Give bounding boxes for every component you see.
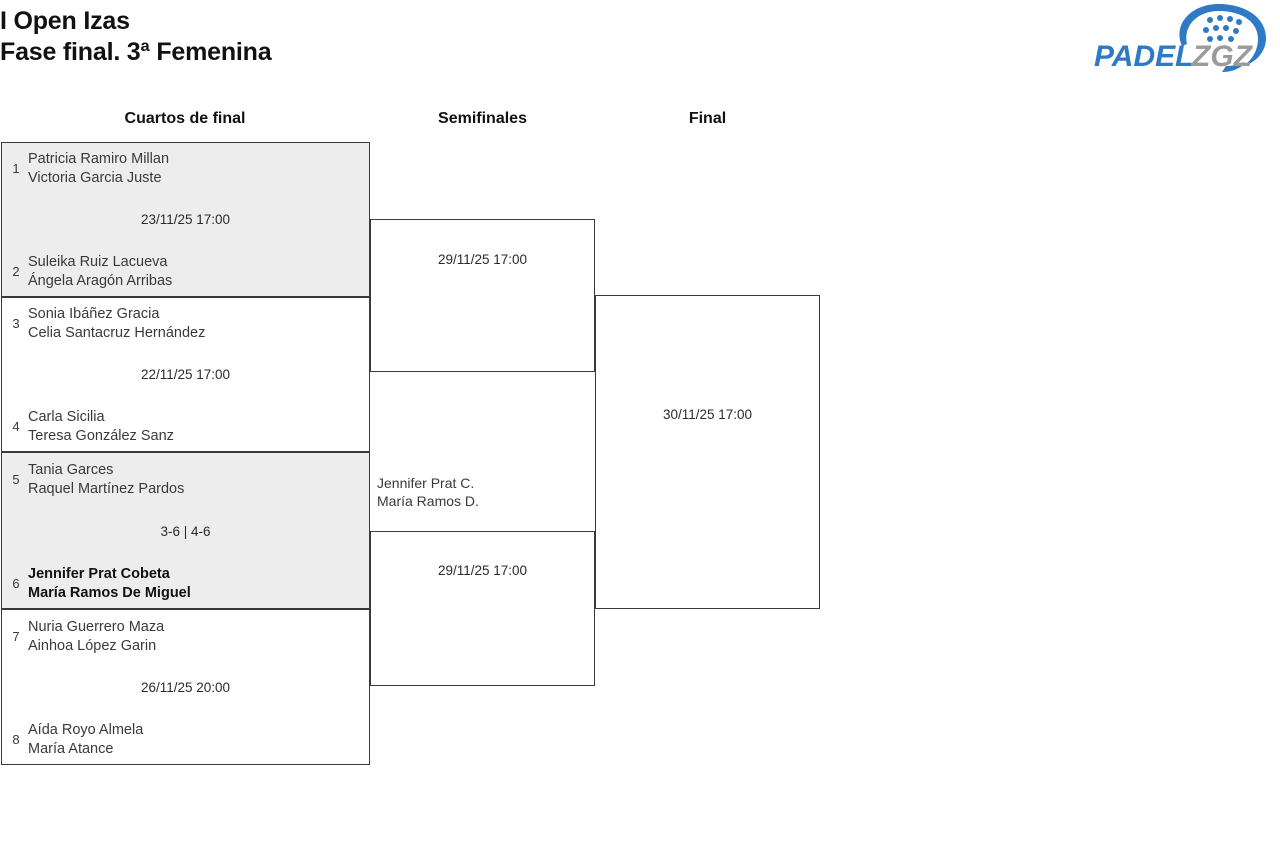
match-meta-sf2: 29/11/25 17:00 (437, 563, 528, 578)
player-name: Raquel Martínez Pardos (28, 480, 185, 497)
player-name: Teresa González Sanz (28, 427, 174, 444)
match-meta-qf1: 23/11/25 17:00 (140, 212, 231, 227)
column-header-final: Final (688, 110, 727, 127)
player-name: María Atance (28, 740, 114, 757)
padelzgz-logo-svg: PADEL ZGZ (1094, 4, 1266, 73)
seed-number-6: 6 (12, 576, 20, 591)
match-box-sf2[interactable]: 29/11/25 17:00 (370, 531, 595, 686)
player-name: Aída Royo Almela (28, 722, 144, 738)
player-name: Ángela Aragón Arribas (28, 272, 173, 289)
match-box-sf1[interactable]: 29/11/25 17:00 (370, 219, 595, 372)
seed-number-1: 1 (12, 161, 20, 176)
player-name: Patricia Ramiro Millan (28, 151, 170, 167)
player-name: Ainhoa López Garin (28, 637, 157, 654)
column-header-semifinals: Semifinales (438, 110, 527, 127)
racket-handle-shape (1222, 62, 1244, 72)
match-meta-final: 30/11/25 17:00 (662, 407, 753, 422)
seed-number-3: 3 (12, 316, 20, 331)
player-name: Celia Santacruz Hernández (28, 324, 206, 341)
match-box-final[interactable]: 30/11/25 17:00 (595, 295, 820, 609)
team-qf3-top: Tania Garces Raquel Martínez Pardos (28, 461, 184, 498)
player-name: Victoria Garcia Juste (28, 169, 162, 186)
seed-number-7: 7 (12, 629, 20, 644)
player-name: Jennifer Prat C. (377, 475, 475, 491)
seed-number-2: 2 (12, 264, 20, 279)
match-box-qf4[interactable]: 7 Nuria Guerrero Maza Ainhoa López Garin… (1, 609, 370, 765)
tournament-phase: Fase final. 3ª Femenina (0, 37, 272, 66)
player-name: Tania Garces (28, 462, 114, 478)
seed-number-8: 8 (12, 732, 20, 747)
team-qf2-top: Sonia Ibáñez Gracia Celia Santacruz Hern… (28, 305, 205, 342)
player-name: María Ramos D. (377, 493, 479, 510)
player-name: Sonia Ibáñez Gracia (28, 306, 160, 322)
player-name: Carla Sicilia (28, 409, 105, 425)
match-score-qf3: 3-6 | 4-6 (160, 524, 211, 539)
logo-text-zgz: ZGZ (1191, 40, 1254, 73)
match-box-qf2[interactable]: 3 Sonia Ibáñez Gracia Celia Santacruz He… (1, 297, 370, 452)
match-meta-qf2: 22/11/25 17:00 (140, 367, 231, 382)
tournament-name: I Open Izas (0, 7, 130, 35)
team-qf1-bottom: Suleika Ruiz Lacueva Ángela Aragón Arrib… (28, 253, 172, 290)
logo-text-padel: PADEL (1094, 40, 1193, 73)
padelzgz-logo: PADEL ZGZ (1086, 0, 1278, 74)
match-box-qf3[interactable]: 5 Tania Garces Raquel Martínez Pardos 3-… (1, 452, 370, 609)
seed-number-5: 5 (12, 472, 20, 487)
team-qf2-bottom: Carla Sicilia Teresa González Sanz (28, 408, 174, 445)
page-title: I Open Izas Fase final. 3ª Femenina (0, 6, 272, 67)
advanced-team-label-sf2: Jennifer Prat C. María Ramos D. (377, 474, 479, 510)
match-meta-qf4: 26/11/25 20:00 (140, 680, 231, 695)
column-header-quarterfinals: Cuartos de final (124, 110, 246, 127)
racket-holes-icon (1203, 15, 1242, 42)
team-qf1-top: Patricia Ramiro Millan Victoria Garcia J… (28, 150, 169, 187)
player-name: Suleika Ruiz Lacueva (28, 254, 168, 270)
team-qf4-bottom: Aída Royo Almela María Atance (28, 721, 143, 758)
player-name: María Ramos De Miguel (28, 584, 191, 601)
player-name: Jennifer Prat Cobeta (28, 566, 170, 582)
team-qf3-bottom-winner: Jennifer Prat Cobeta María Ramos De Migu… (28, 565, 191, 602)
match-meta-sf1: 29/11/25 17:00 (437, 252, 528, 267)
seed-number-4: 4 (12, 419, 20, 434)
team-qf4-top: Nuria Guerrero Maza Ainhoa López Garin (28, 618, 164, 655)
player-name: Nuria Guerrero Maza (28, 619, 165, 635)
match-box-qf1[interactable]: 1 Patricia Ramiro Millan Victoria Garcia… (1, 142, 370, 297)
